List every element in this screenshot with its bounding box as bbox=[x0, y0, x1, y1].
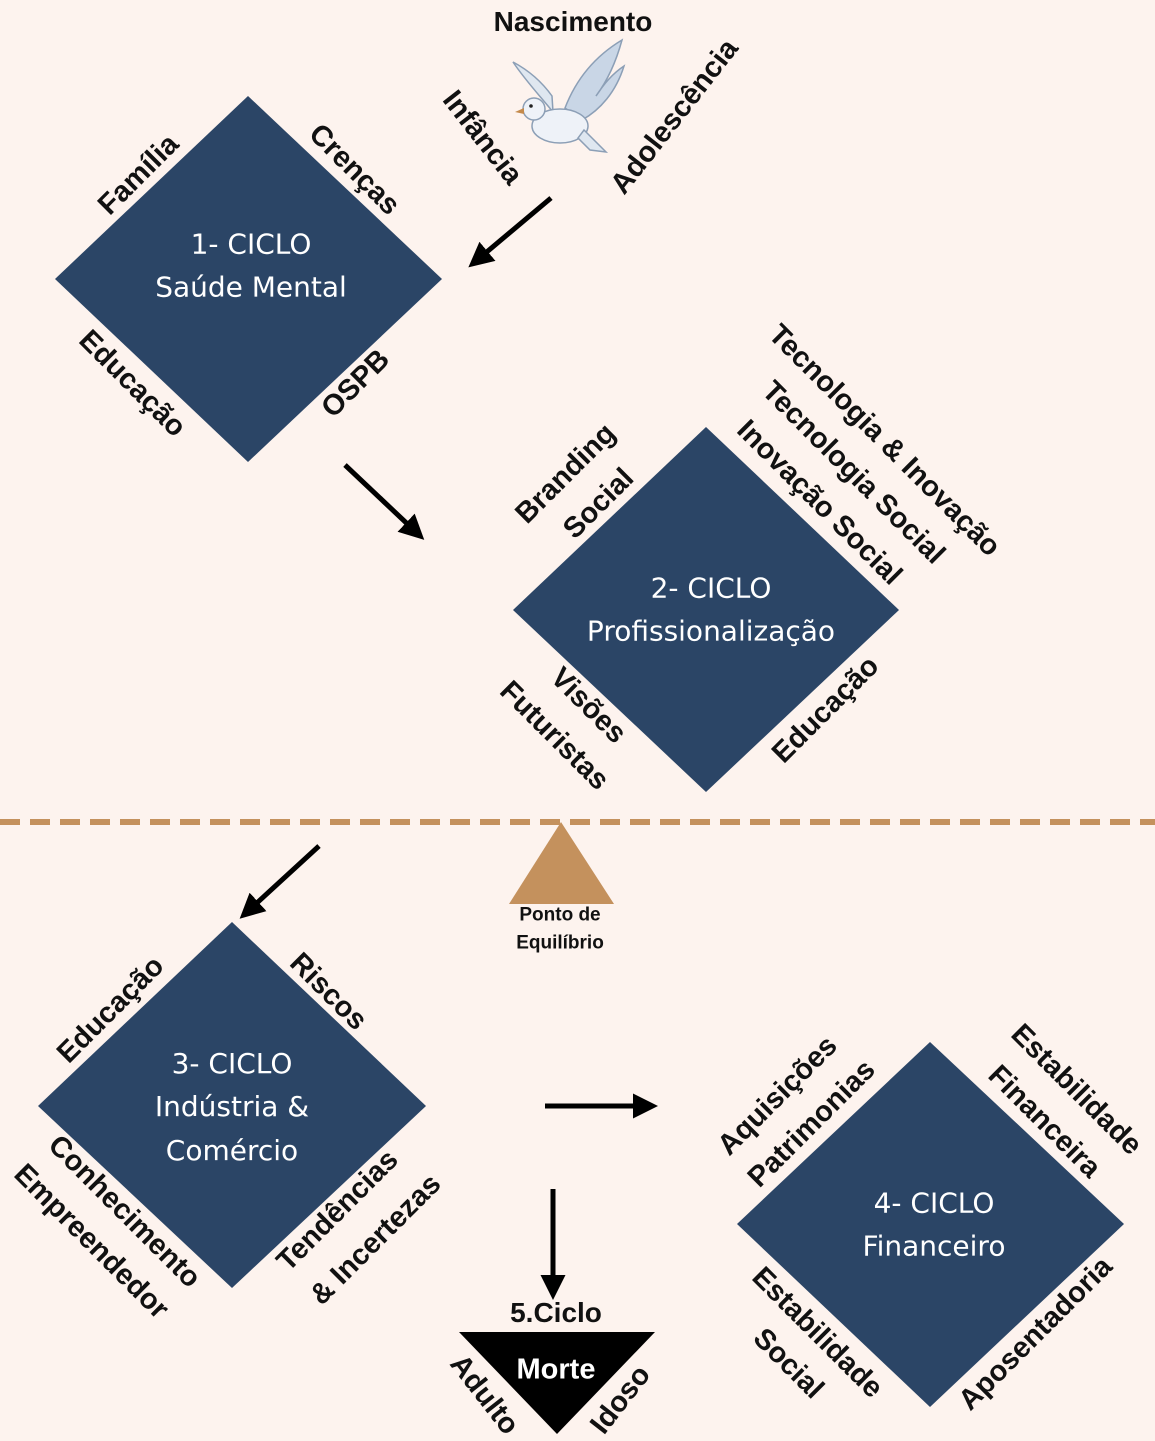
equilibrium-line1: Ponto de bbox=[519, 904, 601, 926]
cycle-2-title: 2- CICLO Profissionalização bbox=[587, 567, 835, 654]
cycle-4-diamond bbox=[737, 1042, 1124, 1407]
death-label: Morte bbox=[516, 1353, 596, 1386]
cycle-3-line2: Indústria & bbox=[154, 1090, 310, 1124]
cycle-3-title: 3- CICLO Indústria & Comércio bbox=[155, 1042, 309, 1172]
cycle-1-line1: 1- CICLO bbox=[190, 227, 312, 261]
cycle-2-diamond bbox=[513, 427, 899, 792]
cycle-3-line3: Comércio bbox=[165, 1133, 299, 1167]
cycle-3-diamond bbox=[38, 922, 426, 1288]
cycle-2-line1: 2- CICLO bbox=[650, 571, 772, 605]
birth-title: Nascimento bbox=[493, 6, 653, 37]
cycle-3-line1: 3- CICLO bbox=[171, 1046, 293, 1080]
arrow-birth-to-cycle-1 bbox=[468, 196, 553, 268]
cycle-4-line1: 4- CICLO bbox=[873, 1186, 995, 1220]
cycle-1-title: 1- CICLO Saúde Mental bbox=[155, 223, 347, 310]
cycle-1-line2: Saúde Mental bbox=[155, 271, 347, 304]
dove-icon bbox=[512, 38, 626, 154]
cycle-2-line2: Profissionalização bbox=[586, 615, 836, 648]
equilibrium-fulcrum bbox=[509, 822, 614, 904]
equilibrium-line2: Equilíbrio bbox=[516, 932, 604, 953]
arrow-cycle-1-to-cycle-2 bbox=[343, 463, 425, 540]
cycle-4-title: 4- CICLO Financeiro bbox=[863, 1182, 1006, 1269]
equilibrium-label: Ponto de Equilíbrio bbox=[516, 901, 604, 956]
death-title: 5.Ciclo bbox=[510, 1297, 602, 1328]
death-triangle bbox=[459, 1332, 655, 1434]
cycle-1-diamond bbox=[55, 96, 442, 462]
cycle-4-line2: Financeiro bbox=[862, 1230, 1006, 1263]
arrow-to-cycle-3 bbox=[239, 844, 321, 919]
